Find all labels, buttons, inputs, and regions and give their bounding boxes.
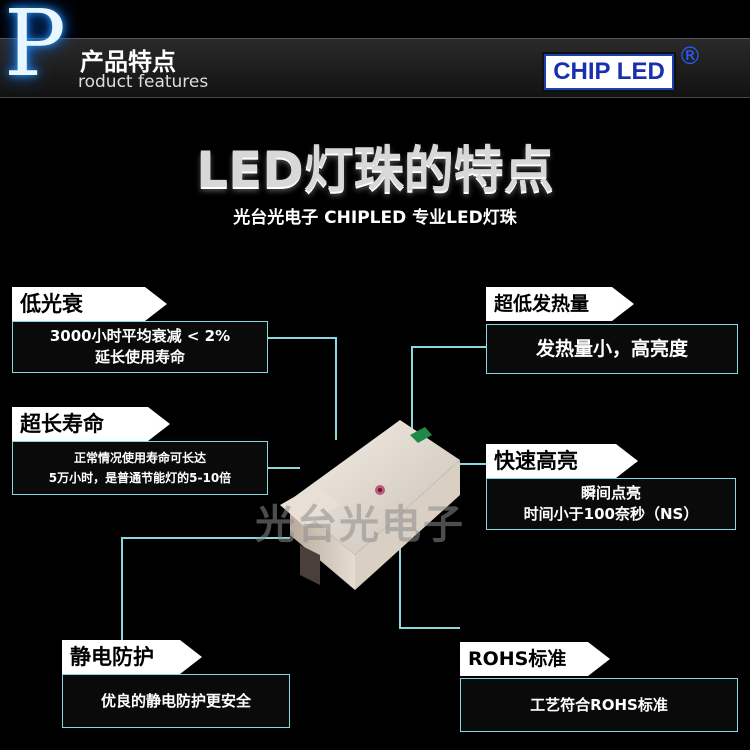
feature-box-long-life: 正常情况使用寿命可长达 5万小时，是普通节能灯的5-10倍 — [12, 441, 268, 495]
brand-logo: CHIP LED — [542, 52, 676, 92]
connector-line — [121, 537, 290, 670]
feature-text: 瞬间点亮 — [580, 484, 641, 502]
connector-line — [411, 346, 486, 440]
feature-box-fast-bright: 瞬间点亮 时间小于100奈秒（NS） — [486, 478, 736, 530]
logo-letter: P — [4, 0, 66, 97]
page-subtitle: 光台光电子 CHIPLED 专业LED灯珠 — [233, 208, 517, 228]
feature-box-rohs: 工艺符合ROHS标准 — [460, 678, 738, 732]
feature-text: 3000小时平均衰减 < 2% — [49, 327, 231, 345]
feature-tag-esd: 静电防护 — [62, 640, 202, 674]
led-chip-image — [280, 420, 460, 590]
feature-text: 时间小于100奈秒（NS） — [523, 505, 699, 523]
brand-logo-text: CHIP LED — [553, 58, 665, 85]
feature-tag-low-heat: 超低发热量 — [486, 287, 634, 321]
registered-mark: ® — [678, 42, 702, 70]
feature-box-low-decay: 3000小时平均衰减 < 2% 延长使用寿命 — [12, 321, 268, 373]
feature-text: 延长使用寿命 — [94, 348, 185, 366]
feature-box-esd: 优良的静电防护更安全 — [62, 674, 290, 728]
feature-text: 优良的静电防护更安全 — [100, 692, 251, 710]
feature-text: 5万小时，是普通节能灯的5-10倍 — [48, 471, 232, 485]
page-title: LED灯珠的特点 — [196, 141, 554, 199]
feature-tag-long-life: 超长寿命 — [12, 407, 170, 441]
connector-line — [399, 520, 460, 629]
feature-tag-fast-bright: 快速高亮 — [486, 444, 638, 478]
header-title-cn: 产品特点 — [80, 48, 176, 76]
header-title-en: roduct features — [78, 72, 209, 92]
feature-box-low-heat: 发热量小，高亮度 — [486, 324, 738, 374]
watermark-text: 光台光电子 — [255, 502, 465, 548]
feature-text: 发热量小，高亮度 — [535, 338, 688, 360]
feature-tag-low-decay: 低光衰 — [12, 287, 167, 321]
feature-tag-rohs: ROHS标准 — [460, 642, 610, 676]
connector-line — [268, 337, 337, 440]
feature-text: 工艺符合ROHS标准 — [530, 696, 668, 714]
feature-text: 正常情况使用寿命可长达 — [73, 451, 206, 465]
